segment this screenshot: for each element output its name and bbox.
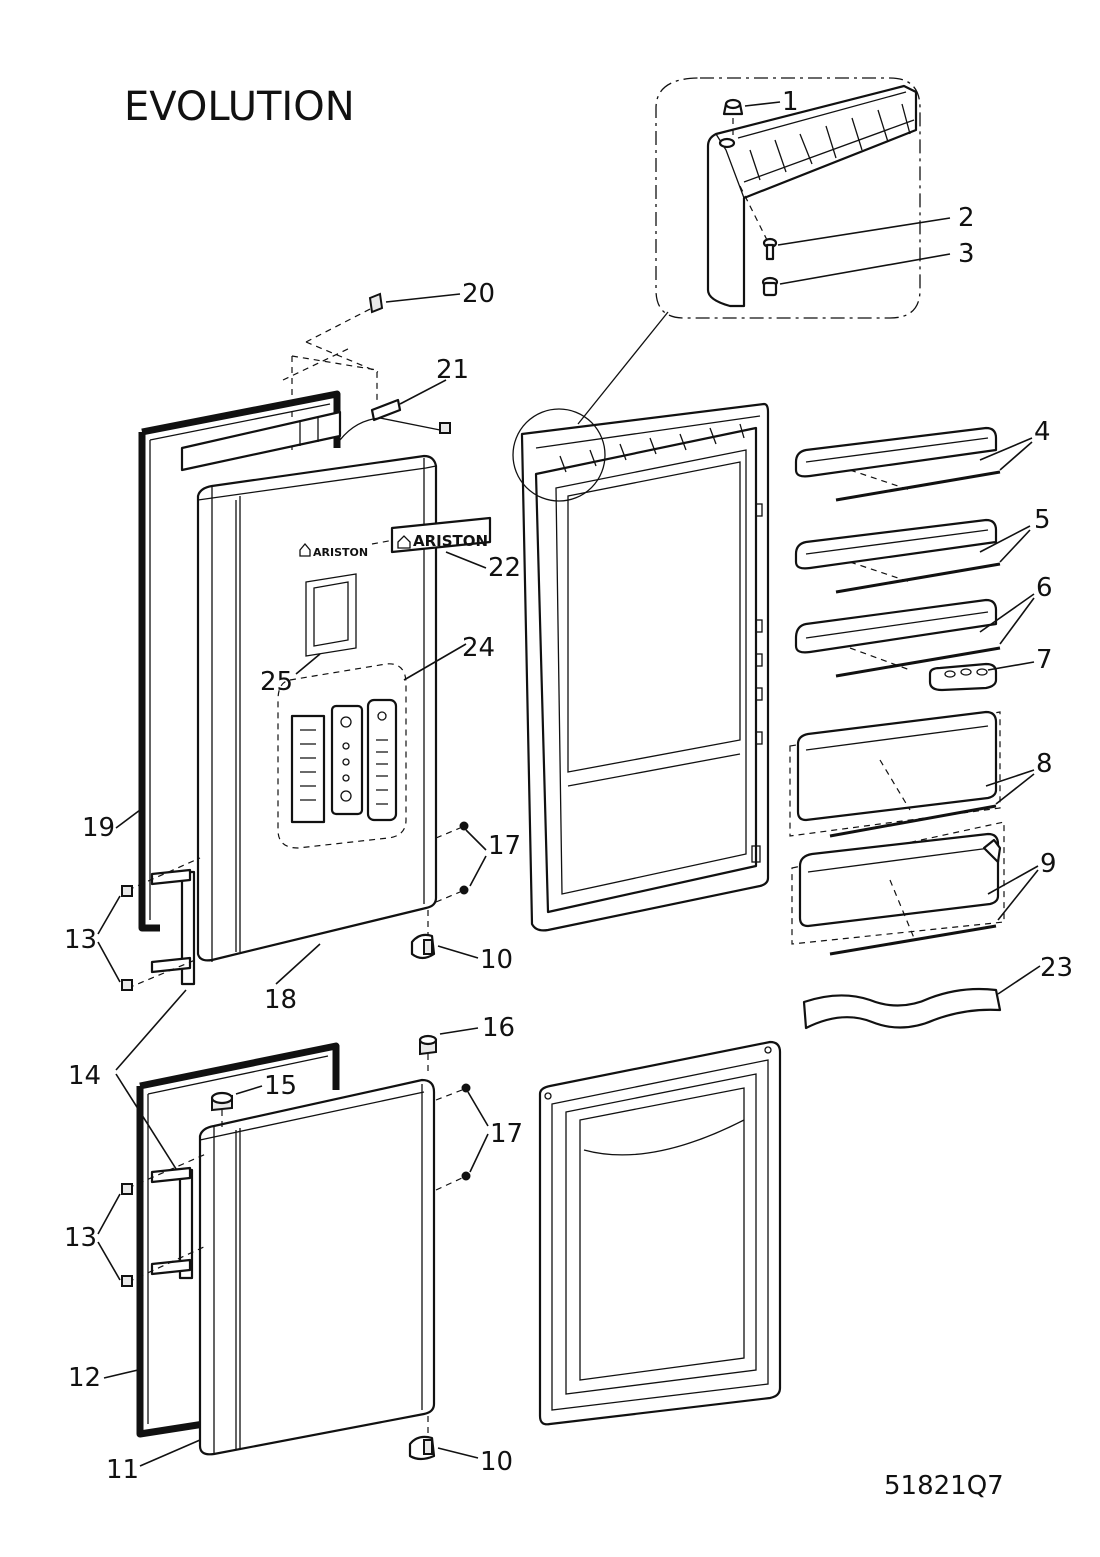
callout-13-upper: 13 (64, 925, 97, 955)
part-24-control-panel-set (277, 643, 467, 849)
callout-22: 22 (488, 553, 521, 583)
control-panel-detail-marks (300, 711, 388, 805)
part-23-rubber-strip (802, 965, 1041, 1030)
callout-3: 3 (958, 239, 975, 269)
part-1-hinge-cap (722, 98, 744, 116)
liner-top-rail-ribs (559, 423, 745, 473)
callout-11: 11 (106, 1455, 139, 1485)
part-21-top-trim (180, 379, 451, 472)
callout-20: 20 (462, 279, 495, 309)
part-14-door-handle-lower (127, 1153, 207, 1283)
door-logo-text: ARISTON (313, 546, 368, 559)
callout-23: 23 (1040, 953, 1073, 983)
part-10-lower-hinge-upper-door (410, 910, 479, 960)
part-9-bottle-shelf (791, 821, 1039, 956)
drawing-code: 51821Q7 (884, 1471, 1004, 1501)
part-10-lower-hinge-lower-door (408, 1416, 479, 1461)
lower-door-liner (538, 1040, 782, 1426)
callout-18: 18 (264, 985, 297, 1015)
part-16-hinge-plug (418, 1027, 479, 1072)
callout-7: 7 (1036, 645, 1053, 675)
callout-14-leaders (115, 989, 187, 1071)
callout-1: 1 (782, 87, 799, 117)
inset-shelf-ribs (743, 103, 915, 183)
callout-14: 14 (68, 1061, 101, 1091)
part-15-hinge-plug (210, 1085, 263, 1128)
part-12-lower-door-gasket (103, 1042, 340, 1438)
callout-9: 9 (1040, 849, 1057, 879)
part-25-display-window (295, 573, 357, 675)
part-3-hinge-bush (761, 276, 779, 297)
part-4-door-shelf (794, 426, 1033, 502)
liner-side-clips (751, 503, 763, 863)
callout-labels: 1 2 3 4 5 6 7 8 9 10 10 11 12 13 13 14 1… (64, 87, 1073, 1485)
callout-8: 8 (1036, 749, 1053, 779)
brand-label-text: ARISTON (413, 532, 488, 550)
part-14-door-handle-upper (127, 857, 201, 989)
part-2-hinge-pin (762, 237, 778, 261)
upper-door-liner (512, 402, 770, 932)
callout-4: 4 (1034, 417, 1051, 447)
door-brand-logo: ARISTON (299, 542, 368, 559)
callout-24: 24 (462, 633, 495, 663)
part-22-brand-label: ARISTON (390, 516, 492, 569)
part-11-lower-door-panel (139, 1078, 436, 1467)
callout-6: 6 (1036, 573, 1053, 603)
part-20-clip (368, 292, 461, 314)
callout-17-lower: 17 (490, 1119, 523, 1149)
part-18-upper-door-panel: ARISTON (196, 454, 467, 985)
detail-inset-hinge-top (577, 77, 951, 425)
callout-17-upper: 17 (488, 831, 521, 861)
part-17-screws-upper (435, 821, 487, 903)
diagram-title: EVOLUTION (124, 84, 355, 130)
callout-16: 16 (482, 1013, 515, 1043)
part-5-door-shelf (794, 518, 1031, 594)
callout-15: 15 (264, 1071, 297, 1101)
part-7-egg-tray (928, 661, 1035, 692)
callout-2: 2 (958, 203, 975, 233)
upper-door-top-trim-guides (282, 305, 379, 452)
callout-10-lower: 10 (480, 1447, 513, 1477)
callout-13-lower: 13 (64, 1223, 97, 1253)
part-8-bottle-shelf (789, 710, 1035, 838)
callout-21: 21 (436, 355, 469, 385)
callout-5: 5 (1034, 505, 1051, 535)
part-13-handle-caps-lower (97, 1183, 133, 1287)
callout-25: 25 (260, 667, 293, 697)
callout-19: 19 (82, 813, 115, 843)
part-17-screws-lower (435, 1083, 489, 1191)
callout-10-upper: 10 (480, 945, 513, 975)
part-13-handle-caps-upper (97, 885, 133, 991)
callout-12: 12 (68, 1363, 101, 1393)
part-6-door-shelf (794, 593, 1035, 678)
